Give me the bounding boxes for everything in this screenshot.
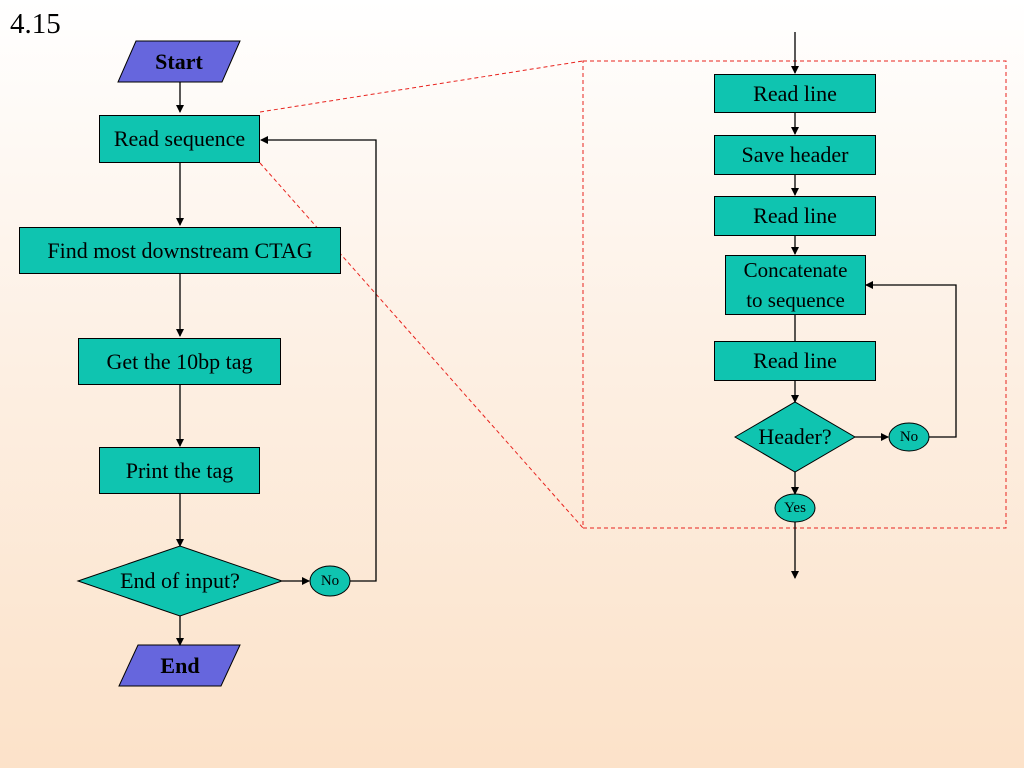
main-flow-connectors <box>176 82 377 646</box>
save-header-box: Save header <box>714 135 876 175</box>
no-connector-detail <box>888 422 930 452</box>
concatenate-box: Concatenate to sequence <box>725 255 866 315</box>
read-line-box-2: Read line <box>714 196 876 236</box>
find-ctag-box: Find most downstream CTAG <box>19 227 341 274</box>
read-sequence-box: Read sequence <box>99 115 260 163</box>
zoom-indicator <box>259 60 1007 529</box>
start-terminator <box>117 40 241 83</box>
zoom-line-top <box>259 60 584 113</box>
zoom-line-bottom <box>259 162 584 529</box>
yes-connector <box>774 493 816 523</box>
concatenate-line-1: Concatenate <box>743 258 848 282</box>
no-connector-main <box>309 565 351 597</box>
header-decision <box>734 401 856 473</box>
slide-number: 4.15 <box>10 8 61 40</box>
read-line-box-1: Read line <box>714 74 876 113</box>
concatenate-line-2: to sequence <box>746 288 845 312</box>
end-of-input-decision <box>76 545 284 617</box>
get-tag-box: Get the 10bp tag <box>78 338 281 385</box>
read-line-box-3: Read line <box>714 341 876 381</box>
print-tag-box: Print the tag <box>99 447 260 494</box>
end-terminator <box>118 644 241 687</box>
detail-flow-connectors <box>791 32 957 579</box>
